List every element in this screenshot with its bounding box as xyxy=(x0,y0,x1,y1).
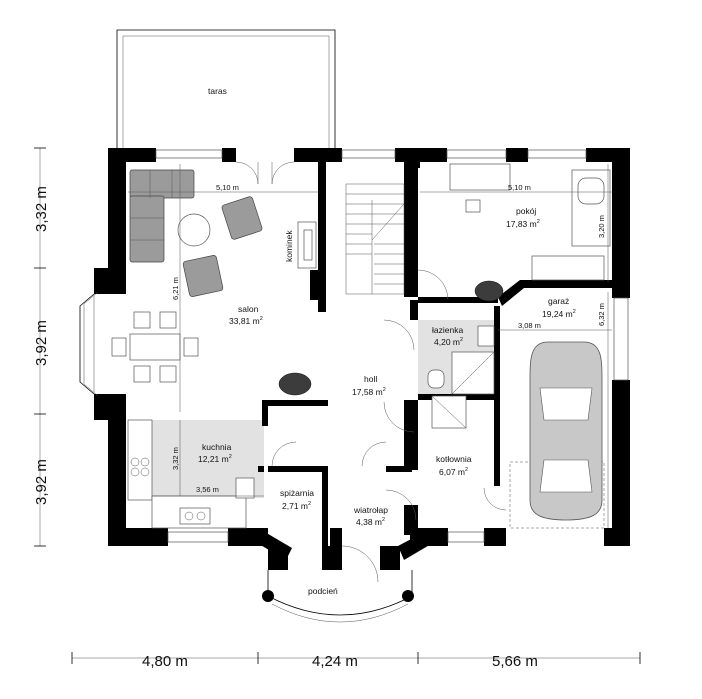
room-label-garaz: garaż xyxy=(548,296,569,306)
room-area-kuchnia: 12,21 m xyxy=(198,454,229,464)
room-area-spizarnia: 2,71 m xyxy=(282,501,308,511)
room-label-kotlownia: kotłownia xyxy=(436,454,472,464)
kitchen-fixtures xyxy=(127,419,255,529)
stairs xyxy=(345,183,405,295)
room-label-kominek: kominek xyxy=(284,230,294,262)
room-label-taras: taras xyxy=(208,86,227,96)
svg-text:19,24 m2: 19,24 m2 xyxy=(542,309,576,319)
pokoj-furniture xyxy=(449,163,611,281)
room-label-podcien: podcień xyxy=(308,586,338,596)
room-area-pokoj: 17,83 m xyxy=(506,219,537,229)
room-area-lazienka: 4,20 m xyxy=(434,337,460,347)
room-label-spizarnia: spiżarnia xyxy=(280,488,314,498)
dimension-pokoj-width: 5,10 m xyxy=(508,183,531,192)
bay-window xyxy=(79,291,99,397)
area-superscript: 2 xyxy=(260,316,263,322)
dimension-bottom-2: 4,24 m xyxy=(312,653,358,670)
area-superscript: 2 xyxy=(383,387,386,393)
salon-furniture xyxy=(111,169,317,383)
room-label-kuchnia: kuchnia xyxy=(202,442,232,452)
room-area-holl: 17,58 m xyxy=(352,387,383,397)
plant-icon xyxy=(278,280,504,396)
dimension-kuchnia-depth: 3,32 m xyxy=(171,447,180,470)
dimension-left-3: 3,92 m xyxy=(33,459,50,505)
area-superscript: 2 xyxy=(537,219,540,225)
svg-text:6,07 m2: 6,07 m2 xyxy=(439,467,468,477)
area-superscript: 2 xyxy=(308,501,311,507)
area-superscript: 2 xyxy=(460,337,463,343)
area-superscript: 2 xyxy=(465,467,468,473)
dimension-kuchnia-width: 3,56 m xyxy=(196,485,219,494)
walls xyxy=(94,148,630,570)
room-label-wiatrolap: wiatrołap xyxy=(353,505,388,515)
dimension-bottom-3: 5,66 m xyxy=(492,653,538,670)
door-swings xyxy=(271,269,507,583)
area-superscript: 2 xyxy=(229,454,232,460)
outer-dimension-lines xyxy=(34,147,641,664)
porch xyxy=(262,570,414,623)
room-area-garaz: 19,24 m xyxy=(542,309,573,319)
svg-text:4,20 m2: 4,20 m2 xyxy=(434,337,463,347)
room-label-lazienka: łazienka xyxy=(432,325,463,335)
room-area-wiatrolap: 4,38 m xyxy=(356,517,382,527)
room-label-salon: salon xyxy=(238,304,259,314)
dimension-left-2: 3,92 m xyxy=(33,320,50,366)
room-area-salon: 33,81 m xyxy=(229,316,260,326)
svg-text:33,81 m2: 33,81 m2 xyxy=(229,316,263,326)
svg-text:12,21 m2: 12,21 m2 xyxy=(198,454,232,464)
dimension-salon-depth: 6,21 m xyxy=(171,277,180,300)
svg-text:2,71 m2: 2,71 m2 xyxy=(282,501,311,511)
dimension-pokoj-depth: 3,20 m xyxy=(597,215,606,238)
area-superscript: 2 xyxy=(382,517,385,523)
dimension-salon-width: 5,10 m xyxy=(216,183,239,192)
area-superscript: 2 xyxy=(573,309,576,315)
dimension-left-1: 3,32 m xyxy=(33,186,50,232)
dimension-garaz-width: 3,08 m xyxy=(518,321,541,330)
inner-dimension-lines xyxy=(128,164,612,528)
terrace xyxy=(116,29,336,150)
room-label-holl: holl xyxy=(364,374,377,384)
svg-text:4,38 m2: 4,38 m2 xyxy=(356,517,385,527)
svg-text:17,83 m2: 17,83 m2 xyxy=(506,219,540,229)
bathroom-fixtures xyxy=(427,325,495,429)
dimension-bottom-1: 4,80 m xyxy=(142,653,188,670)
room-label-pokoj: pokój xyxy=(516,206,536,216)
car-icon xyxy=(509,341,605,529)
dimension-garaz-depth: 6,32 m xyxy=(597,303,606,326)
svg-text:17,58 m2: 17,58 m2 xyxy=(352,387,386,397)
windows xyxy=(155,149,629,543)
room-area-kotlownia: 6,07 m xyxy=(439,467,465,477)
